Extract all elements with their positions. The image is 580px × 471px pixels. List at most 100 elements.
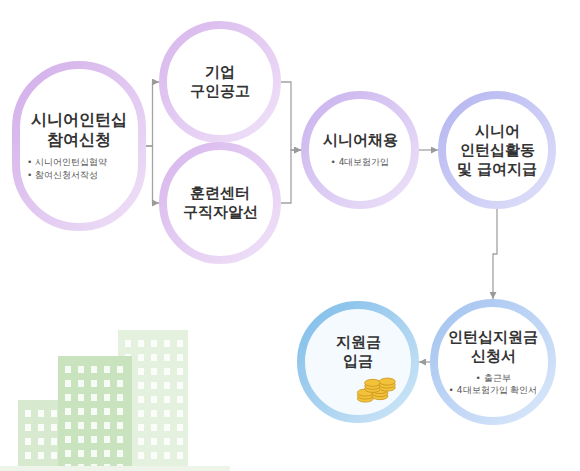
building-window (78, 422, 84, 429)
building-window (138, 340, 144, 347)
building-window (104, 422, 110, 429)
flow-arrow (493, 209, 497, 299)
building-window (138, 424, 144, 431)
building-window (151, 410, 157, 417)
building-window (104, 366, 110, 373)
flow-arrow (419, 361, 430, 362)
building-window (117, 436, 123, 443)
building-window (138, 438, 144, 445)
bullet-item: • 시니어인턴십협약 (27, 156, 107, 169)
node-outline (301, 91, 419, 209)
node-title: 시니어인턴십 참여신청 (27, 110, 131, 150)
building-window (151, 340, 157, 347)
building-window (104, 436, 110, 443)
node-content: 지원금 입금 (328, 333, 388, 371)
building-window (151, 382, 157, 389)
building-window (25, 438, 31, 445)
building-window (91, 450, 97, 457)
building-window (25, 424, 31, 431)
building-window (177, 396, 183, 403)
building-shape (58, 356, 132, 471)
process-circle: 인턴십지원금 신청서• 출근부• 4대보험가입 확인서 (430, 299, 556, 425)
building-window (65, 436, 71, 443)
building-window (117, 366, 123, 373)
process-circle: 지원금 입금 (297, 301, 419, 423)
building-window (104, 450, 110, 457)
building-window (151, 452, 157, 459)
building-window (51, 410, 57, 417)
building-window (164, 354, 170, 361)
building-window (65, 394, 71, 401)
node-content: 인턴십지원금 신청서• 출근부• 4대보험가입 확인서 (443, 328, 543, 397)
building-window (177, 438, 183, 445)
building-window (51, 424, 57, 431)
node-title: 시니어채용 (323, 131, 398, 150)
building-window (138, 396, 144, 403)
process-circle: 시니어채용• 4대보험가입 (301, 91, 419, 209)
building-window (164, 396, 170, 403)
node-content: 시니어채용• 4대보험가입 (323, 131, 398, 168)
building-window (38, 438, 44, 445)
flow-arrow (146, 82, 159, 146)
building-window (125, 340, 131, 347)
bullet-item: • 4대보험가입 확인서 (449, 384, 538, 397)
building-window (177, 424, 183, 431)
circle-ring (305, 95, 415, 205)
building-window (78, 450, 84, 457)
building-window (65, 450, 71, 457)
circle-ring (163, 146, 277, 260)
building-window (164, 368, 170, 375)
building-window (117, 450, 123, 457)
building-window (65, 422, 71, 429)
coin-icon (379, 378, 395, 385)
building-window (104, 380, 110, 387)
process-circle: 훈련센터 구직자알선 (159, 142, 281, 264)
building-window (164, 424, 170, 431)
pill-ring (16, 65, 142, 227)
building-window (138, 368, 144, 375)
building-window (164, 410, 170, 417)
building-window (91, 422, 97, 429)
process-circle: 시니어 인턴십활동 및 급여지급 (438, 91, 556, 209)
building-window (117, 408, 123, 415)
building-window (38, 410, 44, 417)
circle-ring (301, 305, 415, 419)
node-title: 인턴십지원금 신청서 (443, 328, 543, 366)
building-window (78, 436, 84, 443)
bullet-item: • 참여신청서작성 (27, 169, 98, 182)
building-window (78, 394, 84, 401)
flow-arrow (419, 149, 438, 150)
building-window (91, 394, 97, 401)
building-window (51, 438, 57, 445)
building-window (78, 380, 84, 387)
building-window (91, 436, 97, 443)
building-window (91, 366, 97, 373)
flow-arrow (146, 146, 159, 203)
building-window (138, 452, 144, 459)
building-window (177, 340, 183, 347)
building-window (38, 424, 44, 431)
building-window (177, 452, 183, 459)
node-title: 기업 구인공고 (184, 63, 256, 101)
building-window (78, 366, 84, 373)
building-window (25, 452, 31, 459)
building-window (151, 438, 157, 445)
building-window (38, 452, 44, 459)
building-window (78, 408, 84, 415)
building-window (164, 452, 170, 459)
flow-arrow (281, 150, 301, 203)
building-window (138, 410, 144, 417)
node-content: 기업 구인공고 (184, 63, 256, 101)
building-window (65, 380, 71, 387)
circle-ring (163, 25, 277, 139)
circle-ring (434, 303, 552, 421)
flow-arrow (281, 82, 301, 150)
building-window (177, 410, 183, 417)
building-window (91, 380, 97, 387)
building-window (164, 438, 170, 445)
process-circle: 기업 구인공고 (159, 21, 281, 143)
building-window (177, 382, 183, 389)
building-window (117, 422, 123, 429)
building-window (164, 340, 170, 347)
